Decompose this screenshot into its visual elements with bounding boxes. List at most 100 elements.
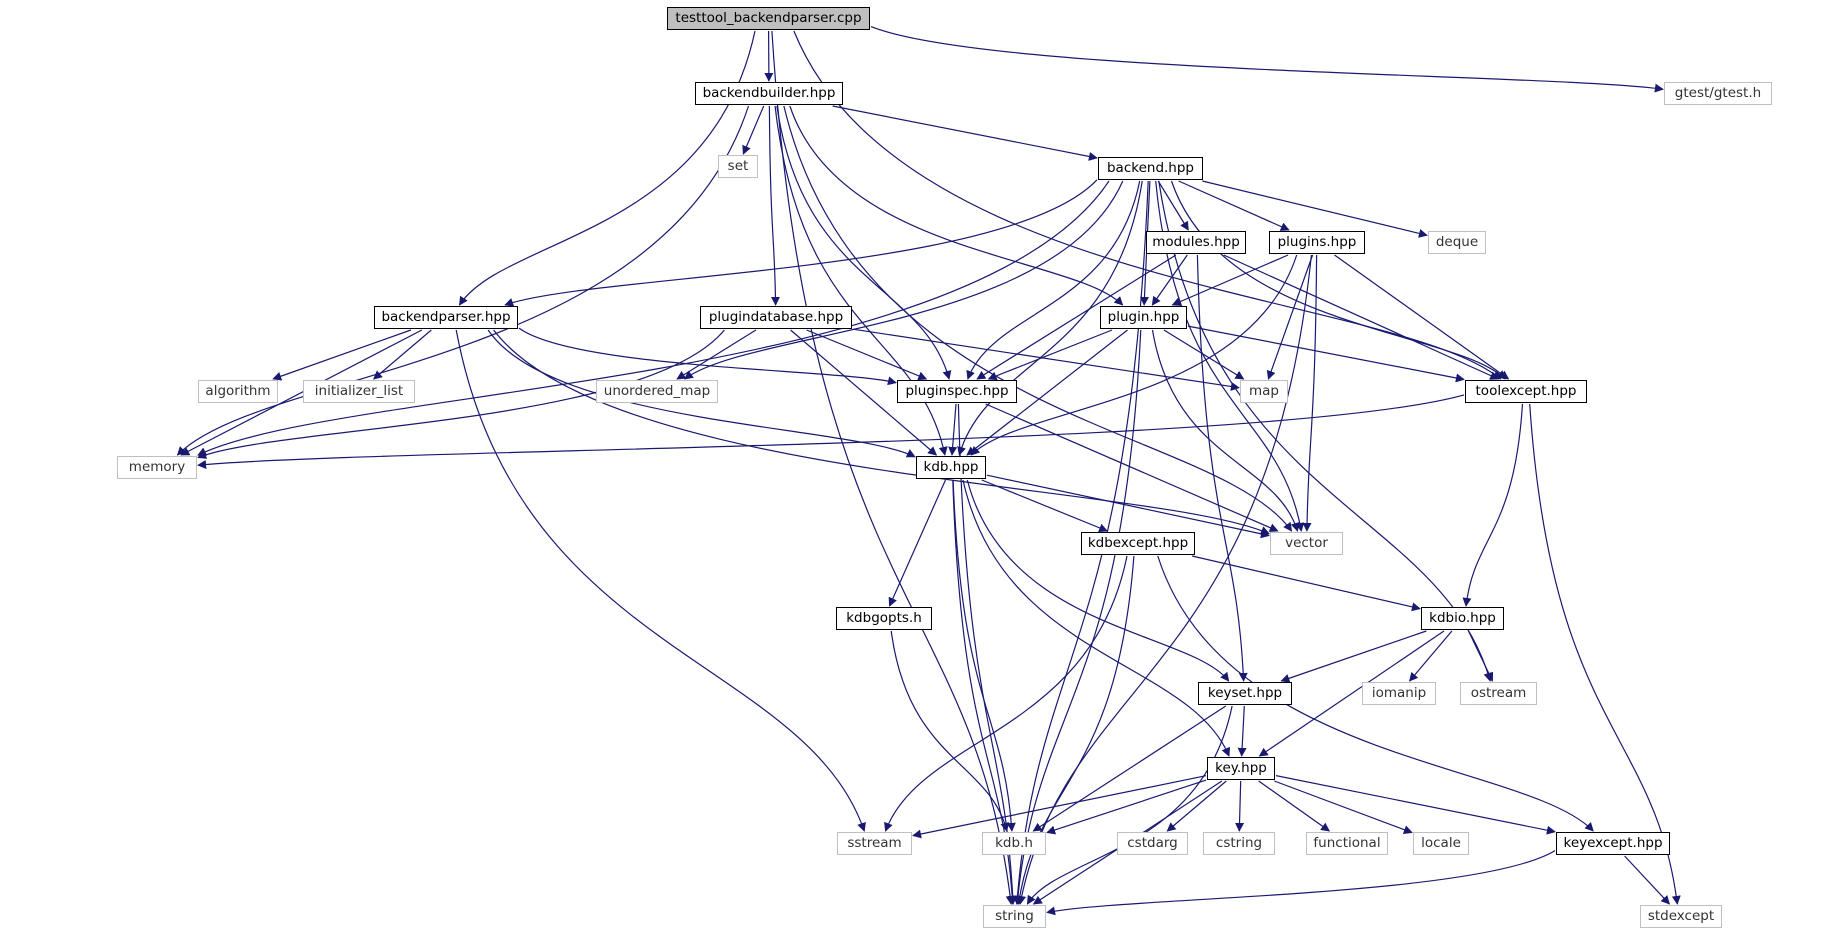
edge-backend-to-kdb — [957, 180, 1143, 456]
edge-backend-to-modules — [1157, 180, 1189, 231]
node-unordered-map: unordered_map — [596, 380, 718, 403]
edge-backendbuilder-to-backend — [832, 105, 1098, 161]
edge-plugins-to-vector — [1302, 254, 1318, 532]
edge-backendparser-to-memory — [180, 329, 423, 456]
node-plugins[interactable]: plugins.hpp — [1269, 231, 1365, 254]
edge-modules-to-pluginspec — [976, 254, 1177, 380]
node-deque: deque — [1428, 231, 1486, 254]
edge-kdbexcept-to-kdbio — [1191, 555, 1421, 612]
edge-plugins-to-toolexcept — [1334, 254, 1510, 380]
edge-kdbexcept-to-string — [1015, 555, 1135, 905]
edge-backendparser-to-algorithm — [272, 329, 412, 381]
edge-backendparser-to-vector — [493, 329, 1270, 535]
node-cstring: cstring — [1203, 832, 1275, 855]
edge-keyexcept-to-stdexcept — [1624, 855, 1671, 905]
node-backendparser[interactable]: backendparser.hpp — [374, 306, 518, 329]
edge-kdbgopts-to-kdb-h — [890, 630, 1010, 832]
node-pluginspec[interactable]: pluginspec.hpp — [897, 380, 1017, 403]
node-keyset[interactable]: keyset.hpp — [1198, 682, 1292, 705]
node-kdbexcept[interactable]: kdbexcept.hpp — [1081, 532, 1195, 555]
edge-kdb-to-kdbgopts — [888, 479, 947, 607]
node-kdb[interactable]: kdb.hpp — [916, 456, 986, 479]
node-backend[interactable]: backend.hpp — [1098, 157, 1203, 180]
node-sstream: sstream — [837, 832, 912, 855]
edge-kdb-to-keyset — [966, 479, 1230, 682]
edge-plugin-to-vector — [1151, 329, 1300, 532]
edge-key-to-keyexcept — [1275, 775, 1556, 835]
node-kdbio[interactable]: kdbio.hpp — [1421, 607, 1504, 630]
edge-key-to-cstring — [1235, 780, 1245, 832]
edge-plugindatabase-to-map — [852, 328, 1240, 391]
edge-pluginspec-to-vector — [985, 403, 1279, 532]
edge-backendparser-to-sstream — [455, 329, 866, 832]
edge-plugindatabase-to-pluginspec — [806, 329, 928, 381]
edge-plugin-to-map — [1163, 329, 1245, 380]
node-kdbgopts[interactable]: kdbgopts.h — [836, 607, 932, 630]
edge-kdbexcept-to-keyexcept — [1157, 555, 1594, 832]
edge-kdbio-to-keyset — [1280, 630, 1427, 683]
edge-backendparser-to-kdb — [487, 329, 916, 458]
edge-keyset-to-kdb-h — [1032, 705, 1227, 832]
edge-backend-to-plugins — [1178, 180, 1290, 231]
node-map: map — [1240, 380, 1288, 403]
edge-plugindatabase-to-memory — [197, 329, 725, 459]
edge-backendbuilder-to-set — [742, 105, 765, 155]
edge-backend-to-memory — [197, 180, 1110, 456]
edge-backendbuilder-to-plugindatabase — [768, 105, 780, 306]
edge-keyset-to-key — [1237, 705, 1247, 757]
edge-plugin-to-kdb — [966, 329, 1128, 456]
edge-pluginspec-to-kdb — [948, 403, 958, 456]
node-toolexcept[interactable]: toolexcept.hpp — [1465, 380, 1587, 403]
edge-kdbexcept-to-sstream — [884, 555, 1128, 832]
edge-toolexcept-to-memory — [197, 394, 1465, 469]
edge-key-to-sstream — [912, 775, 1207, 839]
node-key[interactable]: key.hpp — [1207, 757, 1275, 780]
edge-backendbuilder-to-memory — [176, 105, 750, 456]
edge-backend-to-vector — [1155, 180, 1305, 532]
edge-kdb-to-kdb-h — [952, 479, 1016, 832]
edge-backend-to-unordered-map — [683, 180, 1124, 380]
node-plugin[interactable]: plugin.hpp — [1100, 306, 1187, 329]
node-kdb-h: kdb.h — [982, 832, 1046, 855]
edge-plugindatabase-to-kdb — [790, 329, 938, 456]
node-modules[interactable]: modules.hpp — [1146, 231, 1246, 254]
edge-plugins-to-map — [1266, 254, 1314, 380]
node-backendbuilder[interactable]: backendbuilder.hpp — [695, 82, 843, 105]
edge-backendparser-to-initializer-list — [373, 329, 432, 380]
edge-kdb-to-key — [962, 479, 1231, 757]
edge-key-to-functional — [1258, 780, 1331, 832]
node-root[interactable]: testtool_backendparser.cpp — [667, 7, 870, 30]
node-gtest: gtest/gtest.h — [1664, 82, 1772, 105]
node-iomanip: iomanip — [1362, 682, 1436, 705]
edge-backend-to-pluginspec — [966, 180, 1141, 380]
edge-key-to-locale — [1274, 780, 1413, 834]
edge-backend-to-backendparser — [504, 179, 1098, 307]
node-memory: memory — [117, 456, 197, 479]
edge-kdbio-to-key — [1258, 630, 1445, 757]
edge-plugins-to-plugin — [1171, 254, 1289, 306]
edge-root-to-gtest — [870, 26, 1664, 93]
edge-kdb-to-vector — [986, 474, 1270, 539]
node-plugindatabase[interactable]: plugindatabase.hpp — [700, 306, 852, 329]
edge-keyexcept-to-string — [1046, 850, 1556, 916]
edge-plugin-to-pluginspec — [987, 329, 1113, 381]
node-cstdarg: cstdarg — [1117, 832, 1188, 855]
edge-toolexcept-to-kdbio — [1462, 403, 1524, 607]
node-keyexcept[interactable]: keyexcept.hpp — [1556, 832, 1670, 855]
node-locale: locale — [1413, 832, 1469, 855]
edge-backendbuilder-to-vector — [783, 105, 1293, 532]
edge-backendbuilder-to-pluginspec — [776, 105, 952, 380]
node-ostream: ostream — [1460, 682, 1537, 705]
node-stdexcept: stdexcept — [1640, 905, 1722, 928]
edge-kdbio-to-ostream — [1467, 630, 1494, 682]
edge-kdb-to-kdbexcept — [981, 479, 1109, 533]
edge-key-to-kdb-h — [1046, 779, 1207, 835]
node-vector: vector — [1270, 532, 1343, 555]
edge-backendparser-to-pluginspec — [518, 327, 897, 386]
edge-modules-to-toolexcept — [1223, 254, 1500, 380]
edge-key-to-cstdarg — [1166, 780, 1227, 832]
edge-plugindatabase-to-unordered-map — [676, 329, 757, 380]
